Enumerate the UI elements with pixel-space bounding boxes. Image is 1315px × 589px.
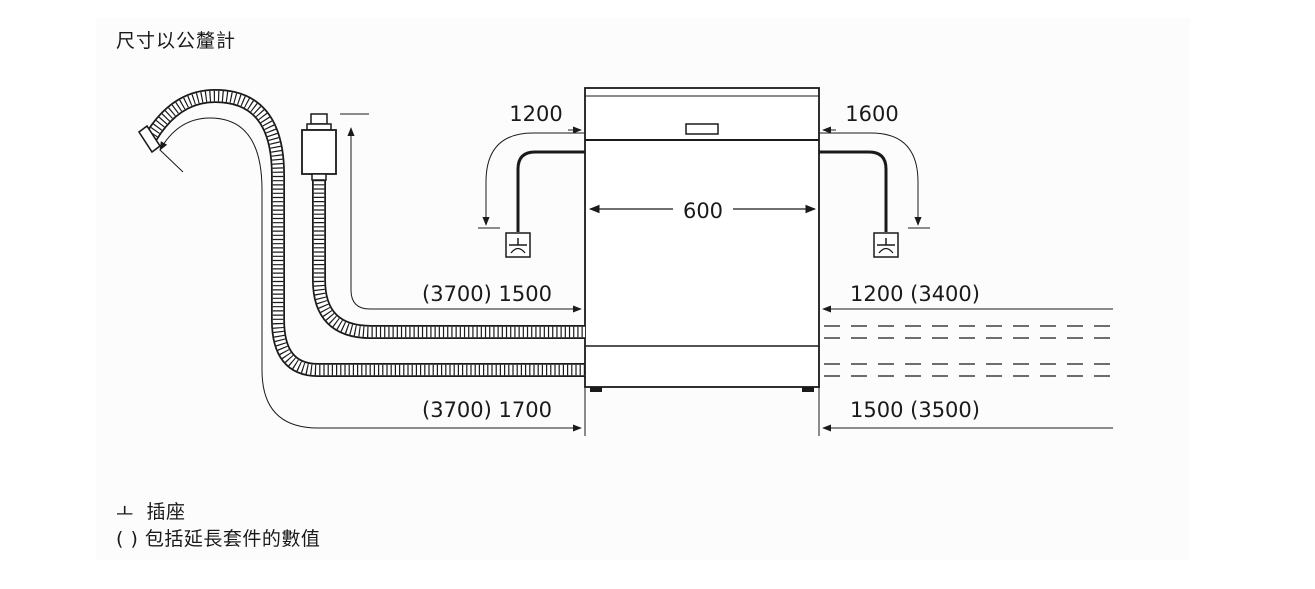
right-power-cable	[819, 150, 888, 232]
right-foot	[802, 387, 814, 392]
left-drain-dimension: (3700) 1700	[422, 398, 552, 422]
left-inlet-dimension: (3700) 1500	[422, 282, 552, 306]
top-right-dimension: 1600	[845, 102, 898, 126]
right-drain-dimension: 1500 (3500)	[850, 398, 980, 422]
left-power-cable	[516, 150, 585, 232]
legend-bracket: ( ) 包括延長套件的數值	[116, 524, 320, 551]
socket-legend-icon: ㅗ	[116, 501, 134, 523]
left-cable-length-arrow	[482, 132, 585, 226]
power-socket-icon	[873, 232, 899, 258]
socket-legend-label: 插座	[146, 501, 186, 523]
control-panel-display	[685, 123, 719, 135]
top-left-dimension: 1200	[509, 102, 562, 126]
water-tap-icon	[301, 113, 337, 181]
right-extension-dashes	[824, 325, 1113, 377]
right-cable-length-arrow	[819, 132, 922, 226]
dishwasher-body	[584, 87, 820, 392]
legend-socket: ㅗ 插座	[116, 497, 186, 524]
width-label: 600	[683, 199, 723, 223]
right-inlet-dimension: 1200 (3400)	[850, 282, 980, 306]
bracket-legend-symbol: ( )	[116, 528, 139, 550]
power-socket-icon	[505, 232, 531, 258]
left-drain-dimension-arrow	[159, 117, 582, 432]
bracket-legend-label: 包括延長套件的數值	[144, 528, 321, 550]
page-title: 尺寸以公釐計	[116, 30, 237, 52]
left-foot	[590, 387, 602, 392]
